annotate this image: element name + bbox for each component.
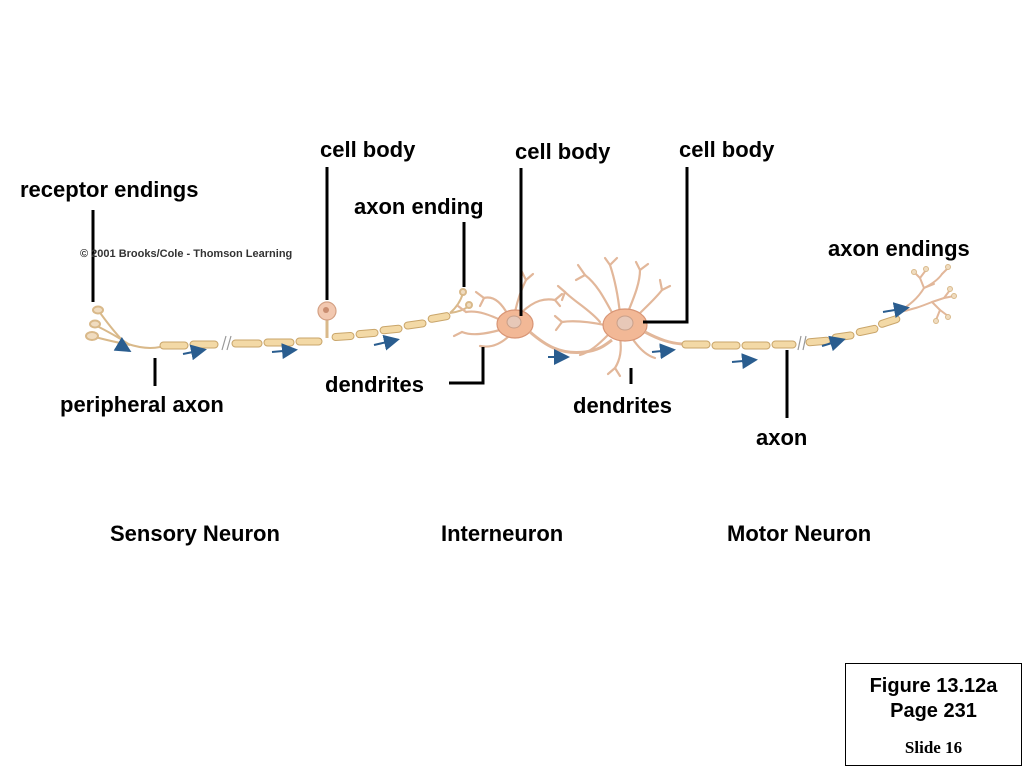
label-axon-endings: axon endings [828,236,970,261]
title-sensory-neuron: Sensory Neuron [110,521,280,546]
label-cell-body-motor: cell body [679,137,775,162]
sensory-axon-ending-shape [449,288,473,314]
axon-break-mark [221,335,232,351]
label-cell-body-inter: cell body [515,139,611,164]
title-interneuron: Interneuron [441,521,564,546]
label-cell-body-sensory: cell body [320,137,416,162]
label-receptor-endings: receptor endings [20,177,199,202]
motor-axon-shape [644,315,901,350]
sensory-neuron [85,288,473,361]
label-axon: axon [756,425,808,450]
leader-lines [91,167,789,418]
figure-reference-box: Figure 13.12a Page 231 Slide 16 [845,663,1022,766]
figure-number: Figure 13.12a [869,675,998,697]
title-motor-neuron: Motor Neuron [727,521,872,546]
receptor-endings-shape [85,305,131,346]
motor-nucleus-shape [616,315,634,331]
motor-signal-arrows [651,302,910,370]
interneuron [452,270,613,365]
label-dendrites-inter: dendrites [325,372,425,397]
motor-dendrites-shape [553,256,672,378]
interneuron-nucleus-shape [506,315,522,329]
page-number: Page 231 [890,700,977,722]
leader-cell-body-motor [643,167,689,324]
motor-neuron [553,256,957,378]
label-dendrites-motor: dendrites [573,393,673,418]
sensory-cell-body-shape [317,301,337,338]
copyright-notice: © 2001 Brooks/Cole - Thomson Learning [80,248,293,260]
peripheral-axon-shape [127,312,451,350]
motor-axon-break-mark [797,335,807,351]
label-peripheral-axon: peripheral axon [60,392,224,417]
motor-axon-endings-shape [897,267,955,321]
slide-number: Slide 16 [904,738,963,757]
label-axon-ending: axon ending [354,194,484,219]
sensory-signal-arrows [113,334,400,361]
motor-axon-terminal-knobs [911,264,957,324]
leader-dendrites-inter [449,347,485,385]
